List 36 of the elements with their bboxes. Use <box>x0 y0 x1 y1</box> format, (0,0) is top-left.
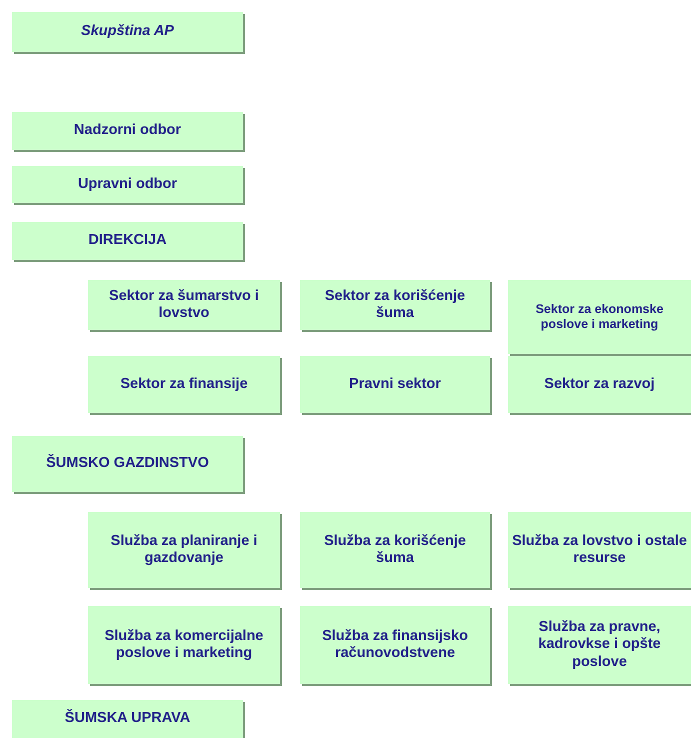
unit-name: DIREKCIJA <box>88 232 167 250</box>
org-unit-box <box>88 606 280 684</box>
org-unit-box <box>508 512 691 588</box>
unit-name: Služba za komercijalne poslove i marketing <box>104 628 264 662</box>
org-unit-box <box>12 436 243 492</box>
org-unit-box <box>88 280 280 330</box>
org-unit-box <box>12 222 243 260</box>
unit-name: Sektor za korišćenje šuma <box>324 288 466 322</box>
unit-name: Nadzorni odbor <box>74 122 182 140</box>
unit-name: Sektor za šumarstvo i lovstvo <box>108 288 260 322</box>
unit-name: Služba za korišćenje šuma <box>323 532 467 568</box>
unit-name: Služba za planiranje i gazdovanje <box>110 532 258 568</box>
unit-name: ŠUMSKO GAZDINSTVO <box>46 455 209 473</box>
unit-name: Služba za pravne, kadrovkse i opšte poslove <box>537 618 662 672</box>
unit-name: Sektor za finansije <box>120 376 248 394</box>
unit-name: Upravni odbor <box>78 176 178 194</box>
org-unit-box <box>300 606 490 684</box>
unit-name: Sektor za ekonomske poslove i marketing <box>534 302 664 332</box>
org-unit-box <box>508 606 691 684</box>
unit-name: Sektor za razvoj <box>544 376 655 394</box>
unit-name: Služba za lovstvo i ostale resurse <box>512 532 687 568</box>
org-unit-box <box>88 512 280 588</box>
org-unit-box <box>12 166 243 203</box>
unit-name: Služba za finansijsko računovodstvene <box>321 628 469 662</box>
org-unit-box <box>300 280 490 330</box>
org-unit-box <box>12 112 243 150</box>
unit-name: Skupština AP <box>81 23 174 41</box>
unit-name: ŠUMSKA UPRAVA <box>64 710 190 728</box>
org-unit-box <box>12 12 243 52</box>
org-unit-box <box>300 512 490 588</box>
unit-name: Pravni sektor <box>349 376 441 394</box>
org-unit-box <box>508 280 691 354</box>
org-unit-box <box>12 700 243 738</box>
org-unit-box <box>88 356 280 413</box>
org-unit-box <box>300 356 490 413</box>
org-unit-box <box>508 356 691 413</box>
